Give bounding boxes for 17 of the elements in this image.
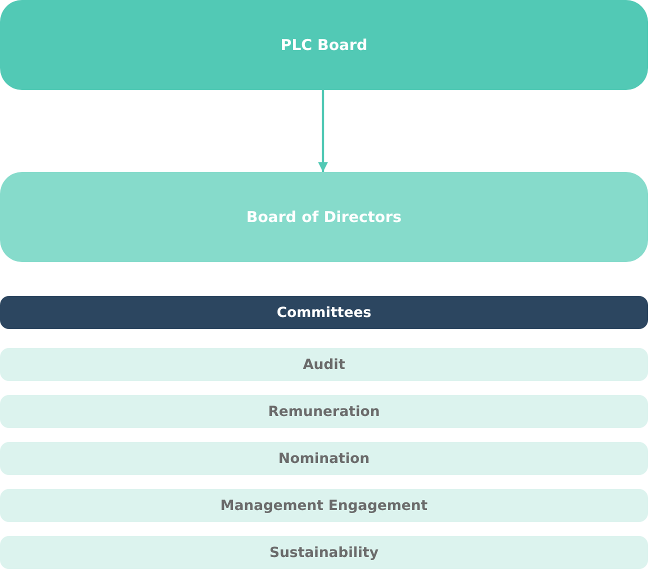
node-label: Committees: [276, 304, 372, 320]
node-label: Audit: [302, 356, 346, 372]
arrow: [318, 90, 328, 172]
committee-bar: [0, 395, 648, 428]
committee-bar: [0, 348, 648, 381]
node-label: Sustainability: [270, 544, 378, 560]
committee-bar: [0, 442, 648, 475]
board-box: [0, 0, 648, 90]
node-label: PLC Board: [280, 36, 368, 54]
node-label: Board of Directors: [246, 208, 402, 226]
node-label: Nomination: [278, 450, 370, 466]
header-bar: [0, 296, 648, 329]
board-box: [0, 172, 648, 262]
node-label: Remuneration: [268, 404, 380, 420]
committee-bar: [0, 489, 648, 522]
committee-bar: [0, 536, 648, 569]
node-label: Management Engagement: [220, 498, 428, 514]
